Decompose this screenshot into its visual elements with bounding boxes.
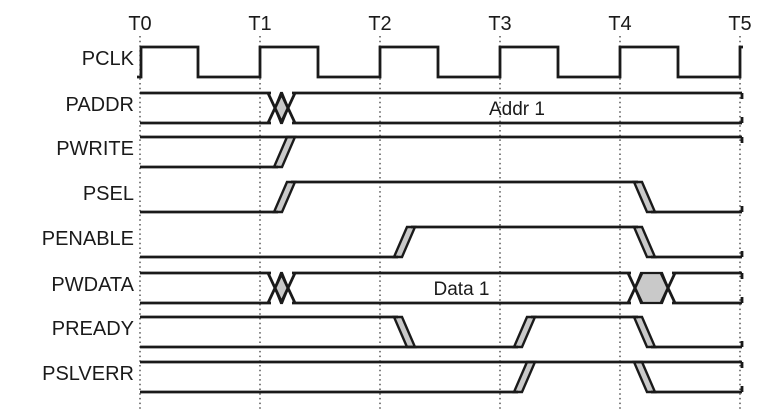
bus-change-shade bbox=[273, 91, 290, 125]
bus-value-label-pwdata: Data 1 bbox=[434, 279, 490, 300]
time-label-t3: T3 bbox=[488, 13, 511, 35]
waveform-penable bbox=[140, 225, 744, 259]
waveform-pslverr bbox=[140, 360, 744, 394]
transition-rise bbox=[392, 225, 417, 259]
signal-label-pready: PREADY bbox=[52, 318, 134, 340]
waveform-psel bbox=[140, 180, 744, 214]
time-label-t2: T2 bbox=[368, 13, 391, 35]
x-crossing bbox=[626, 272, 644, 304]
x-crossing bbox=[266, 272, 284, 304]
x-crossing bbox=[266, 92, 284, 124]
transition-fall bbox=[632, 360, 657, 394]
time-label-t4: T4 bbox=[608, 13, 631, 35]
signal-label-paddr: PADDR bbox=[65, 94, 134, 116]
waveform-pwdata: Data 1 bbox=[140, 271, 744, 305]
clock-wave bbox=[137, 45, 743, 79]
bus-change-shade bbox=[273, 271, 290, 305]
x-crossing bbox=[279, 272, 297, 304]
waveform-pwrite bbox=[140, 135, 744, 169]
waveform-pclk bbox=[137, 45, 743, 79]
transition-fall bbox=[632, 225, 657, 259]
signal-label-pclk: PCLK bbox=[82, 48, 135, 70]
transition-rise bbox=[512, 360, 537, 394]
x-crossing bbox=[659, 272, 677, 304]
transition-rise bbox=[512, 315, 537, 349]
signal-label-psel: PSEL bbox=[83, 183, 134, 205]
transition-fall bbox=[632, 315, 657, 349]
signal-label-pwrite: PWRITE bbox=[56, 138, 134, 160]
signal-label-penable: PENABLE bbox=[42, 228, 134, 250]
signal-label-pwdata: PWDATA bbox=[51, 274, 134, 296]
waveform-paddr: Addr 1 bbox=[140, 91, 744, 125]
transition-fall bbox=[392, 315, 417, 349]
transition-rise bbox=[272, 135, 297, 169]
time-label-t1: T1 bbox=[248, 13, 271, 35]
transition-rise bbox=[272, 180, 297, 214]
waveform-pready bbox=[140, 315, 744, 349]
time-label-t0: T0 bbox=[128, 13, 151, 35]
x-crossing bbox=[279, 92, 297, 124]
time-label-t5: T5 bbox=[728, 13, 751, 35]
bus-value-label-paddr: Addr 1 bbox=[489, 99, 545, 120]
transition-fall bbox=[632, 180, 657, 214]
signal-label-pslverr: PSLVERR bbox=[42, 363, 134, 385]
